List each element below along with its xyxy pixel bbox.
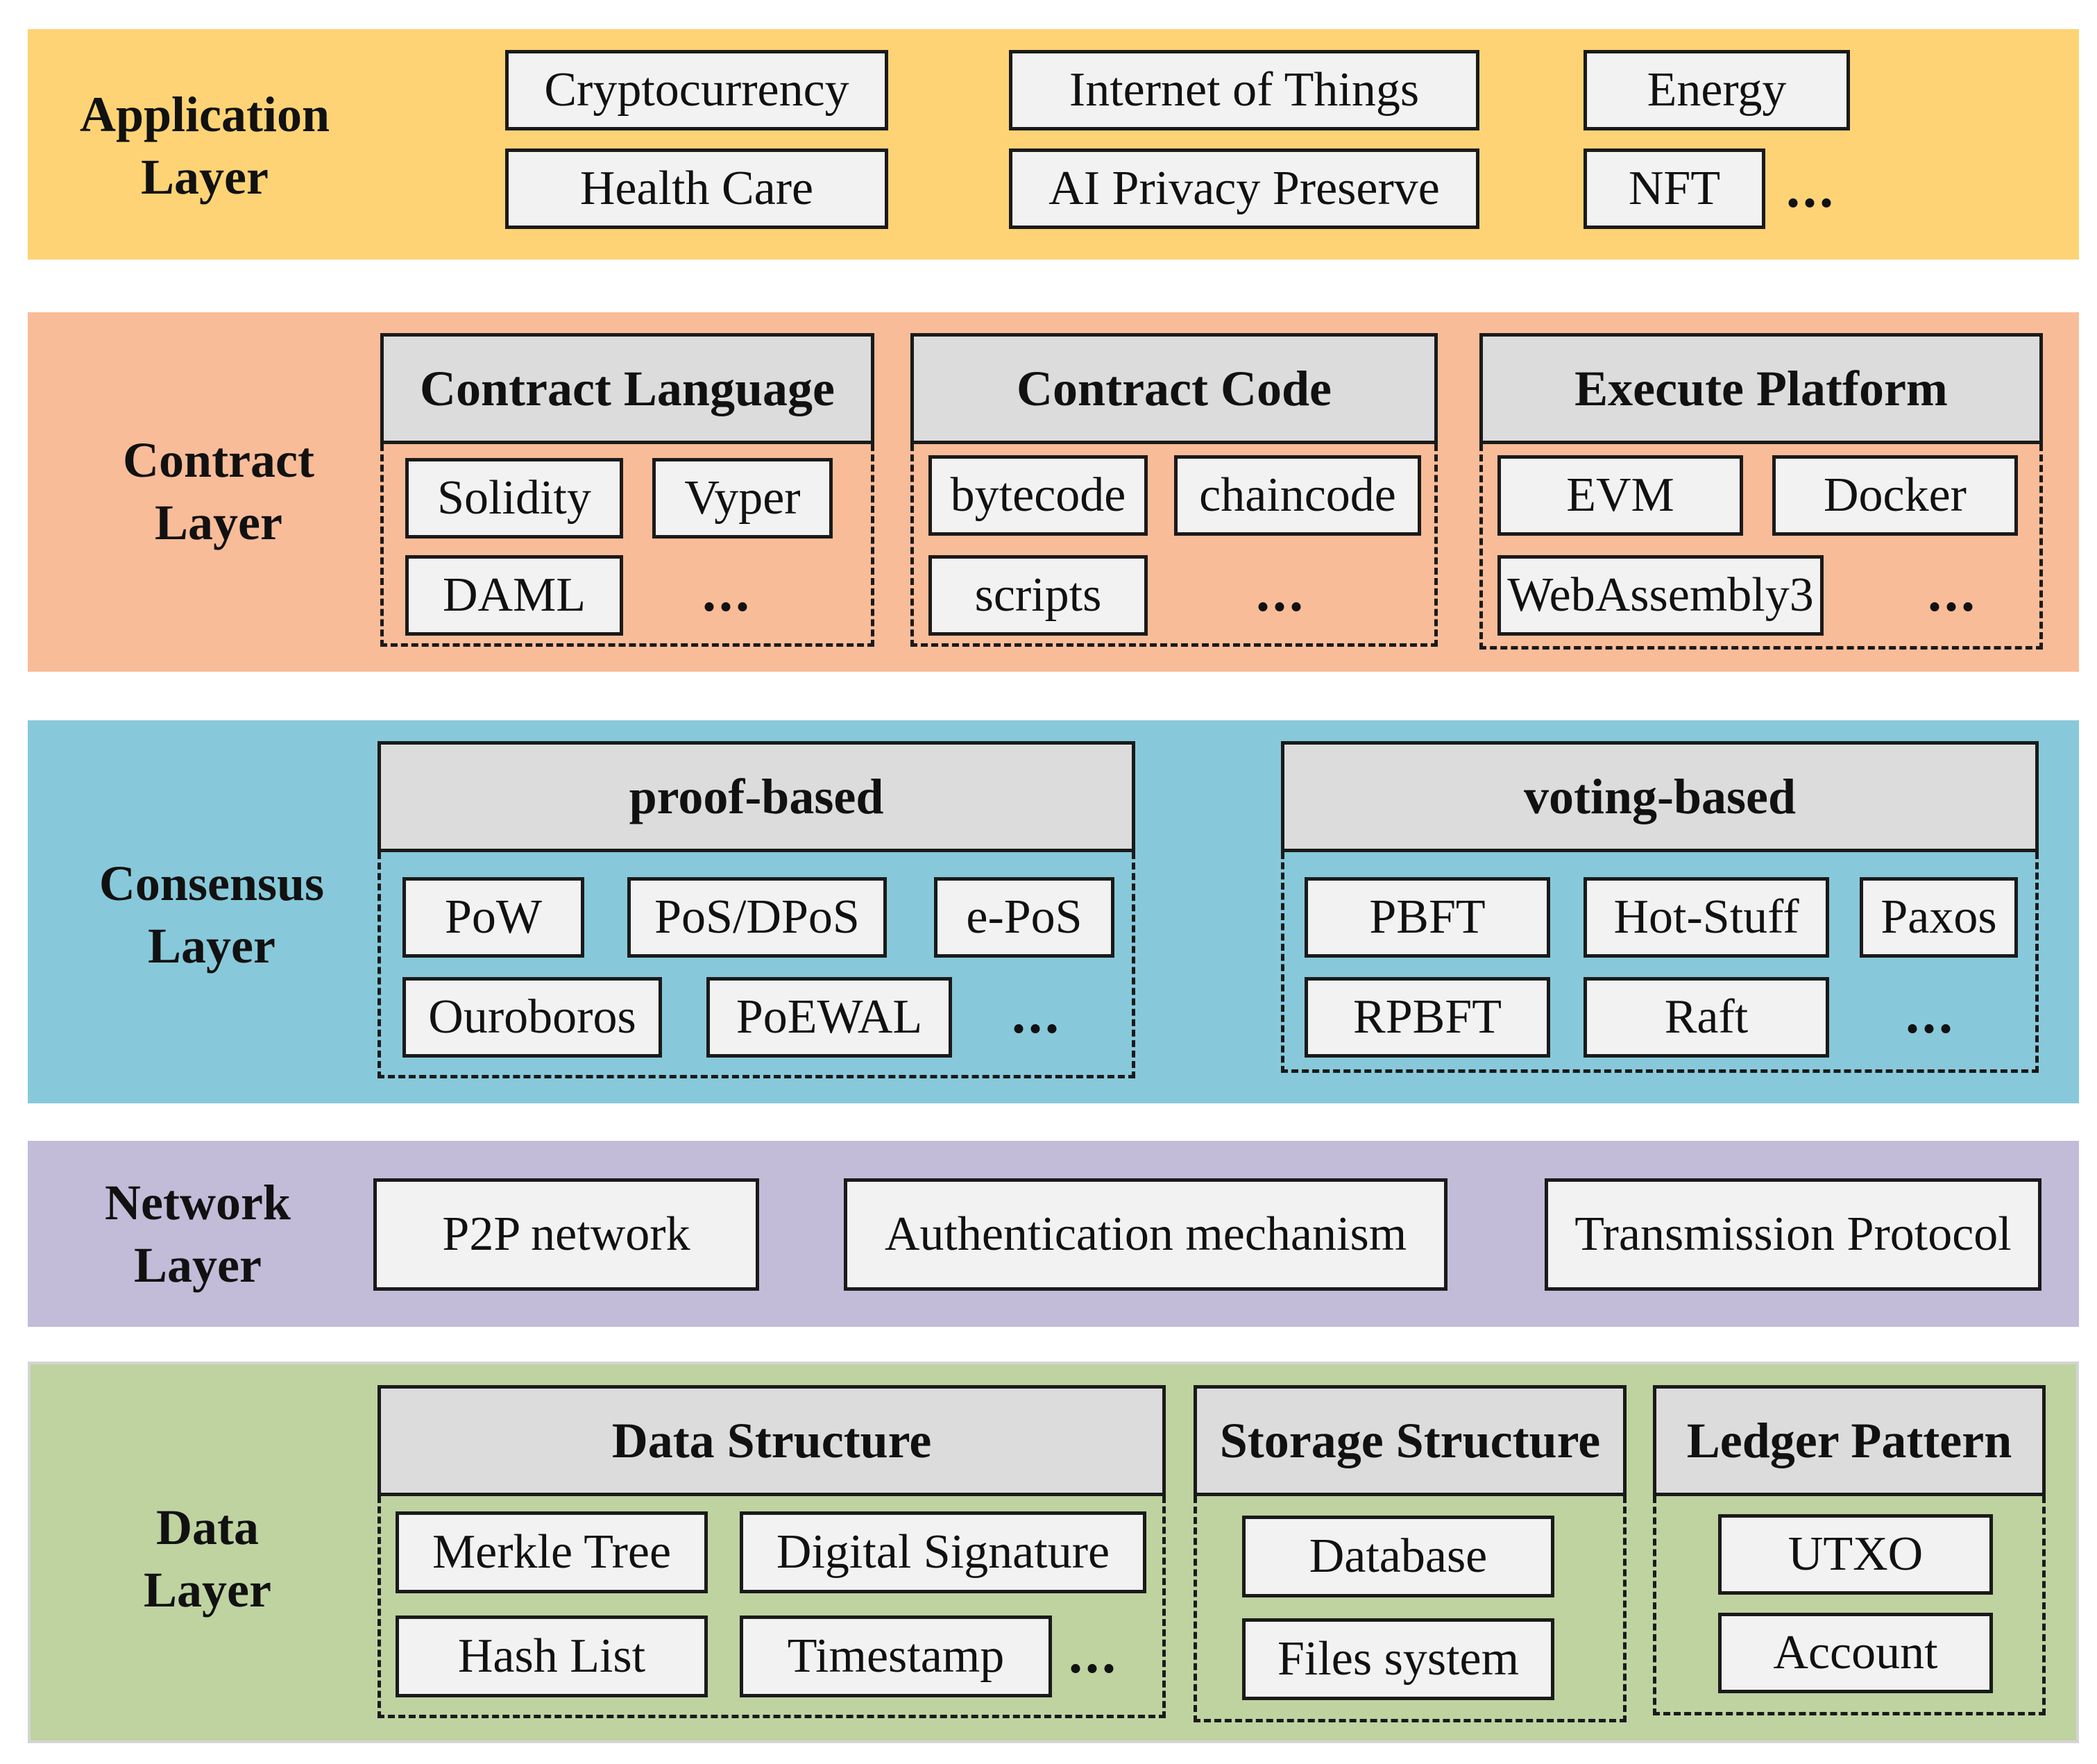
contract-layer: Contract Layer Contract Language Solidit…	[28, 312, 2079, 672]
app-ellipsis: ...	[1786, 158, 1836, 219]
data-structure-ellipsis: ...	[1069, 1624, 1119, 1685]
voting-based-ellipsis: ...	[1905, 984, 1955, 1045]
application-layer-label: Application Layer	[56, 83, 354, 208]
storage-structure-header: Storage Structure	[1194, 1385, 1627, 1496]
consensus-label-line2: Layer	[148, 918, 275, 974]
proof-based-ellipsis: ...	[1012, 984, 1062, 1045]
contract-item-solidity: Solidity	[405, 458, 623, 538]
data-layer-label: Data Layer	[58, 1496, 357, 1621]
execute-platform-group	[1479, 444, 2043, 650]
data-item-files-system: Files system	[1242, 1618, 1554, 1700]
data-label-line1: Data	[156, 1500, 259, 1555]
consensus-item-raft: Raft	[1584, 977, 1829, 1058]
contract-item-bytecode: bytecode	[928, 455, 1148, 536]
app-item-cryptocurrency: Cryptocurrency	[505, 50, 888, 130]
app-item-energy: Energy	[1584, 50, 1850, 130]
contract-item-docker: Docker	[1772, 455, 2018, 536]
proof-based-group	[377, 852, 1135, 1078]
network-label-line2: Layer	[134, 1237, 262, 1293]
contract-item-evm: EVM	[1497, 455, 1743, 536]
contract-code-header: Contract Code	[910, 333, 1438, 444]
consensus-layer: Consensus Layer proof-based PoW PoS/DPoS…	[28, 720, 2079, 1103]
app-item-nft: NFT	[1584, 149, 1765, 229]
data-item-merkle-tree: Merkle Tree	[396, 1511, 708, 1593]
voting-based-header: voting-based	[1281, 741, 2039, 852]
contract-language-header: Contract Language	[380, 333, 874, 444]
storage-structure-group	[1194, 1496, 1627, 1722]
execute-platform-header: Execute Platform	[1479, 333, 2043, 444]
data-item-database: Database	[1242, 1516, 1554, 1597]
data-item-timestamp: Timestamp	[740, 1615, 1052, 1697]
consensus-item-hot-stuff: Hot-Stuff	[1584, 877, 1829, 958]
network-label-line1: Network	[105, 1175, 291, 1230]
application-label-line2: Layer	[141, 149, 269, 205]
data-structure-group	[377, 1496, 1166, 1718]
proof-based-header: proof-based	[377, 741, 1135, 852]
consensus-item-ouroboros: Ouroboros	[402, 977, 662, 1058]
contract-label-line2: Layer	[155, 495, 282, 550]
voting-based-group	[1281, 852, 2039, 1073]
consensus-item-rpbft: RPBFT	[1305, 977, 1550, 1058]
data-layer: Data Layer Data Structure Merkle Tree Di…	[28, 1362, 2079, 1743]
network-layer-label: Network Layer	[49, 1171, 347, 1296]
data-item-digital-signature: Digital Signature	[740, 1511, 1146, 1593]
data-item-account: Account	[1718, 1613, 1993, 1693]
consensus-item-pow: PoW	[402, 877, 584, 958]
app-item-health-care: Health Care	[505, 149, 888, 229]
app-item-iot: Internet of Things	[1009, 50, 1479, 130]
contract-item-scripts: scripts	[928, 555, 1148, 636]
data-label-line2: Layer	[144, 1562, 271, 1618]
network-item-transmission: Transmission Protocol	[1545, 1178, 2041, 1291]
data-item-utxo: UTXO	[1718, 1514, 1993, 1595]
consensus-item-pos-dpos: PoS/DPoS	[627, 877, 887, 958]
network-item-authentication: Authentication mechanism	[844, 1178, 1447, 1291]
application-layer: Application Layer Cryptocurrency Interne…	[28, 29, 2079, 260]
contract-code-ellipsis: ...	[1256, 562, 1306, 623]
consensus-item-pbft: PBFT	[1305, 877, 1550, 958]
ledger-pattern-group	[1653, 1496, 2046, 1715]
application-label-line1: Application	[79, 87, 330, 142]
data-item-hash-list: Hash List	[396, 1615, 708, 1697]
consensus-item-poewal: PoEWAL	[706, 977, 952, 1058]
consensus-item-paxos: Paxos	[1860, 877, 2018, 958]
execute-platform-ellipsis: ...	[1928, 562, 1978, 623]
contract-item-webassembly: WebAssembly3	[1497, 555, 1824, 636]
network-layer: Network Layer P2P network Authentication…	[28, 1141, 2079, 1327]
contract-code-group	[910, 444, 1438, 647]
consensus-label-line1: Consensus	[99, 856, 325, 911]
consensus-layer-label: Consensus Layer	[62, 852, 361, 977]
contract-item-chaincode: chaincode	[1174, 455, 1421, 536]
contract-language-ellipsis: ...	[702, 562, 752, 623]
contract-item-vyper: Vyper	[652, 458, 833, 538]
contract-item-daml: DAML	[405, 555, 623, 636]
network-item-p2p: P2P network	[373, 1178, 759, 1291]
consensus-item-e-pos: e-PoS	[934, 877, 1114, 958]
ledger-pattern-header: Ledger Pattern	[1653, 1385, 2046, 1496]
app-item-ai-privacy: AI Privacy Preserve	[1009, 149, 1479, 229]
data-structure-header: Data Structure	[377, 1385, 1166, 1496]
contract-layer-label: Contract Layer	[69, 429, 368, 554]
contract-label-line1: Contract	[123, 432, 314, 488]
contract-language-group	[380, 444, 874, 647]
